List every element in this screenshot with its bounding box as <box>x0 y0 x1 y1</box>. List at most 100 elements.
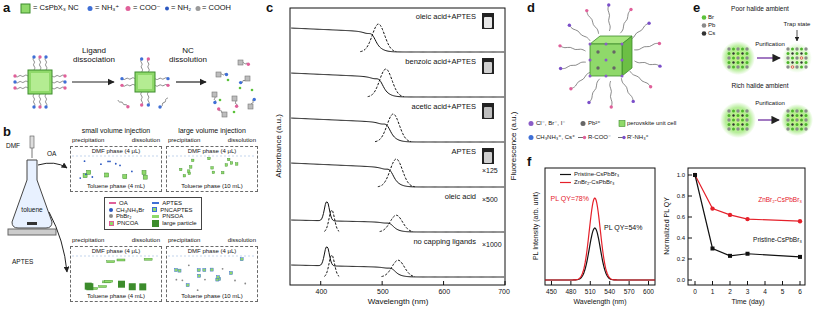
phase-contents <box>91 176 93 178</box>
phase-contents <box>189 166 192 169</box>
curve-label: APTES <box>451 148 476 156</box>
spectra-plot <box>290 8 505 285</box>
tick-label: 700 <box>498 288 510 296</box>
ligand-dissociation-illustration <box>141 92 143 105</box>
ligand-dissociation-illustration <box>126 105 129 108</box>
ligand-dissociation-illustration <box>122 78 135 80</box>
tick-label: 0.0 <box>677 277 685 284</box>
perovskite-nc-illustration <box>571 72 591 89</box>
phase-contents <box>105 280 113 282</box>
tick-label: 0 <box>693 288 697 295</box>
legend-swatch <box>702 15 707 20</box>
legend-item: PbBr₂ <box>109 213 144 220</box>
legend-item: APTES <box>152 200 196 207</box>
halide-lattice-illustration <box>746 52 749 55</box>
phase-label: Toluene phase (4 mL) <box>87 293 145 300</box>
stability-plot <box>695 281 696 285</box>
step-label: dissolution <box>132 237 160 244</box>
phase-contents <box>217 276 220 279</box>
phase-contents <box>178 269 181 272</box>
legend-swatch <box>529 121 534 126</box>
ligand-dissociation-illustration <box>28 70 52 94</box>
perovskite-nc-illustration <box>587 11 599 34</box>
ligand-dissociation-illustration <box>13 74 16 77</box>
halide-lattice-illustration <box>727 47 730 50</box>
phase-contents <box>183 174 186 177</box>
perovskite-nc-illustration <box>635 61 660 66</box>
spectra-plot <box>375 114 411 142</box>
perovskite-nc-illustration <box>559 67 562 70</box>
scale-factor: ×125 <box>482 167 498 175</box>
stability-plot <box>712 281 713 285</box>
phase-contents <box>109 161 111 163</box>
legend-swatch <box>165 7 169 11</box>
legend-text: OA <box>119 200 128 207</box>
perovskite-nc-illustration <box>621 43 624 46</box>
legend-symbol <box>109 202 116 204</box>
phase-contents <box>119 165 121 167</box>
ligand-dissociation-illustration <box>33 94 35 107</box>
legend-text: ZnBr₂-CsPbBr₃ <box>574 179 614 186</box>
ligand-dissociation-illustration <box>120 84 123 87</box>
legend-text: CH₃NH₃⁺, Cs⁺ <box>536 134 575 141</box>
phase-contents <box>197 269 200 272</box>
axis-title: Normalized PL QY <box>663 197 671 255</box>
legend-swatch <box>618 137 623 138</box>
halide-lattice-illustration <box>727 56 730 59</box>
step-label: precipitation <box>168 237 200 244</box>
halide-lattice-illustration <box>800 128 803 131</box>
phase-label: DMF phase (4 μL) <box>188 148 236 155</box>
perovskite-nc-illustration <box>634 43 659 50</box>
halide-lattice-illustration <box>732 119 735 122</box>
stability-plot <box>695 175 800 257</box>
spectra-plot <box>482 148 494 164</box>
scale-factor: ×500 <box>482 196 498 204</box>
halide-lattice-illustration <box>787 61 790 64</box>
series-label: Pristine-CsPbBr₃ <box>753 236 802 243</box>
ligand-dissociation-illustration <box>33 57 35 70</box>
perovskite-nc-illustration <box>605 43 608 46</box>
phase-contents <box>225 164 228 167</box>
step-label: dissolution <box>132 137 160 144</box>
halide-lattice-illustration <box>796 123 799 126</box>
stability-plot <box>747 281 748 285</box>
tick-label: 400 <box>316 288 328 296</box>
halide-lattice-illustration <box>727 127 730 130</box>
halide-lattice-illustration <box>745 109 748 112</box>
ligand-dissociation-illustration <box>13 86 16 89</box>
ligand-dissociation-illustration <box>135 72 155 92</box>
halide-lattice-illustration <box>786 109 789 112</box>
legend-text: = NH₃⁺ <box>95 4 119 12</box>
ligand-dissociation-illustration <box>238 60 243 65</box>
legend-text: PNSOA <box>162 213 183 220</box>
halide-lattice-illustration <box>787 52 790 55</box>
ligand-dissociation-illustration <box>45 94 47 107</box>
legend-item: CH₃NH₃Br <box>109 207 144 214</box>
halide-lattice-illustration <box>741 61 743 63</box>
phase-contents <box>72 156 160 157</box>
annotation: PL QY=78% <box>551 195 589 203</box>
halide-lattice-illustration <box>805 123 808 126</box>
axis-title: PL Intensity (arb. unit) <box>532 192 540 260</box>
halide-lattice-illustration <box>728 61 731 64</box>
tick-label: 0.8 <box>677 193 685 200</box>
perovskite-nc-illustration <box>568 23 571 26</box>
spectra-plot <box>291 247 504 277</box>
halide-lattice-illustration <box>791 61 793 63</box>
halide-lattice-illustration <box>791 110 794 113</box>
legend-text: APTES <box>162 200 182 207</box>
phase-contents <box>117 259 125 261</box>
perovskite-nc-illustration <box>596 50 599 53</box>
tick-label: 0.6 <box>677 214 685 221</box>
legend-text: = NH₂ <box>171 4 191 12</box>
legend-symbol <box>152 220 159 227</box>
phase-contents <box>115 163 117 165</box>
phase-box: DMF phase (4 μL)Toluene phase (10 mL) <box>166 146 258 192</box>
phase-contents <box>72 256 160 257</box>
arrow-label: Ligand dissociation <box>63 47 125 65</box>
legend-symbol <box>152 215 159 218</box>
halide-lattice-illustration <box>720 30 813 138</box>
phase-contents <box>123 175 127 179</box>
phase-contents <box>118 281 125 288</box>
halide-lattice-illustration <box>791 128 794 131</box>
